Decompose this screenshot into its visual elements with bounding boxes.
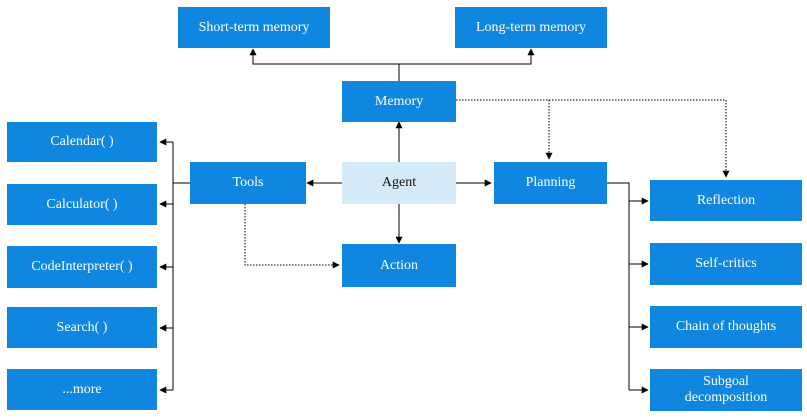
planning-node: Planning (494, 162, 607, 204)
short-term-memory-node: Short-term memory (178, 7, 330, 48)
agent-node: Agent (342, 162, 456, 204)
edge-memory-long-term (399, 48, 535, 65)
tools-node: Tools (190, 162, 306, 204)
calculator-node: Calculator( ) (7, 184, 157, 225)
edge-memory-short-term (249, 48, 400, 81)
edge-tools-action-dotted (244, 204, 340, 269)
edge-planning-bus (607, 182, 630, 390)
search-node: Search( ) (7, 307, 157, 348)
action-node: Action (342, 244, 456, 287)
self-critics-node: Self-critics (650, 243, 802, 285)
code-interpreter-node: CodeInterpreter( ) (7, 246, 157, 288)
subgoal-decomposition-node: Subgoal decomposition (650, 369, 802, 411)
more-node: ...more (7, 369, 157, 410)
chain-of-thoughts-node: Chain of thoughts (650, 306, 802, 348)
memory-node: Memory (342, 81, 456, 122)
edge-tools-bus (172, 142, 190, 390)
calendar-node: Calendar( ) (7, 122, 157, 162)
reflection-node: Reflection (650, 180, 802, 221)
long-term-memory-node: Long-term memory (455, 7, 607, 48)
edge-memory-planning-dotted (456, 99, 553, 160)
edge-memory-reflection-dotted (549, 99, 730, 178)
